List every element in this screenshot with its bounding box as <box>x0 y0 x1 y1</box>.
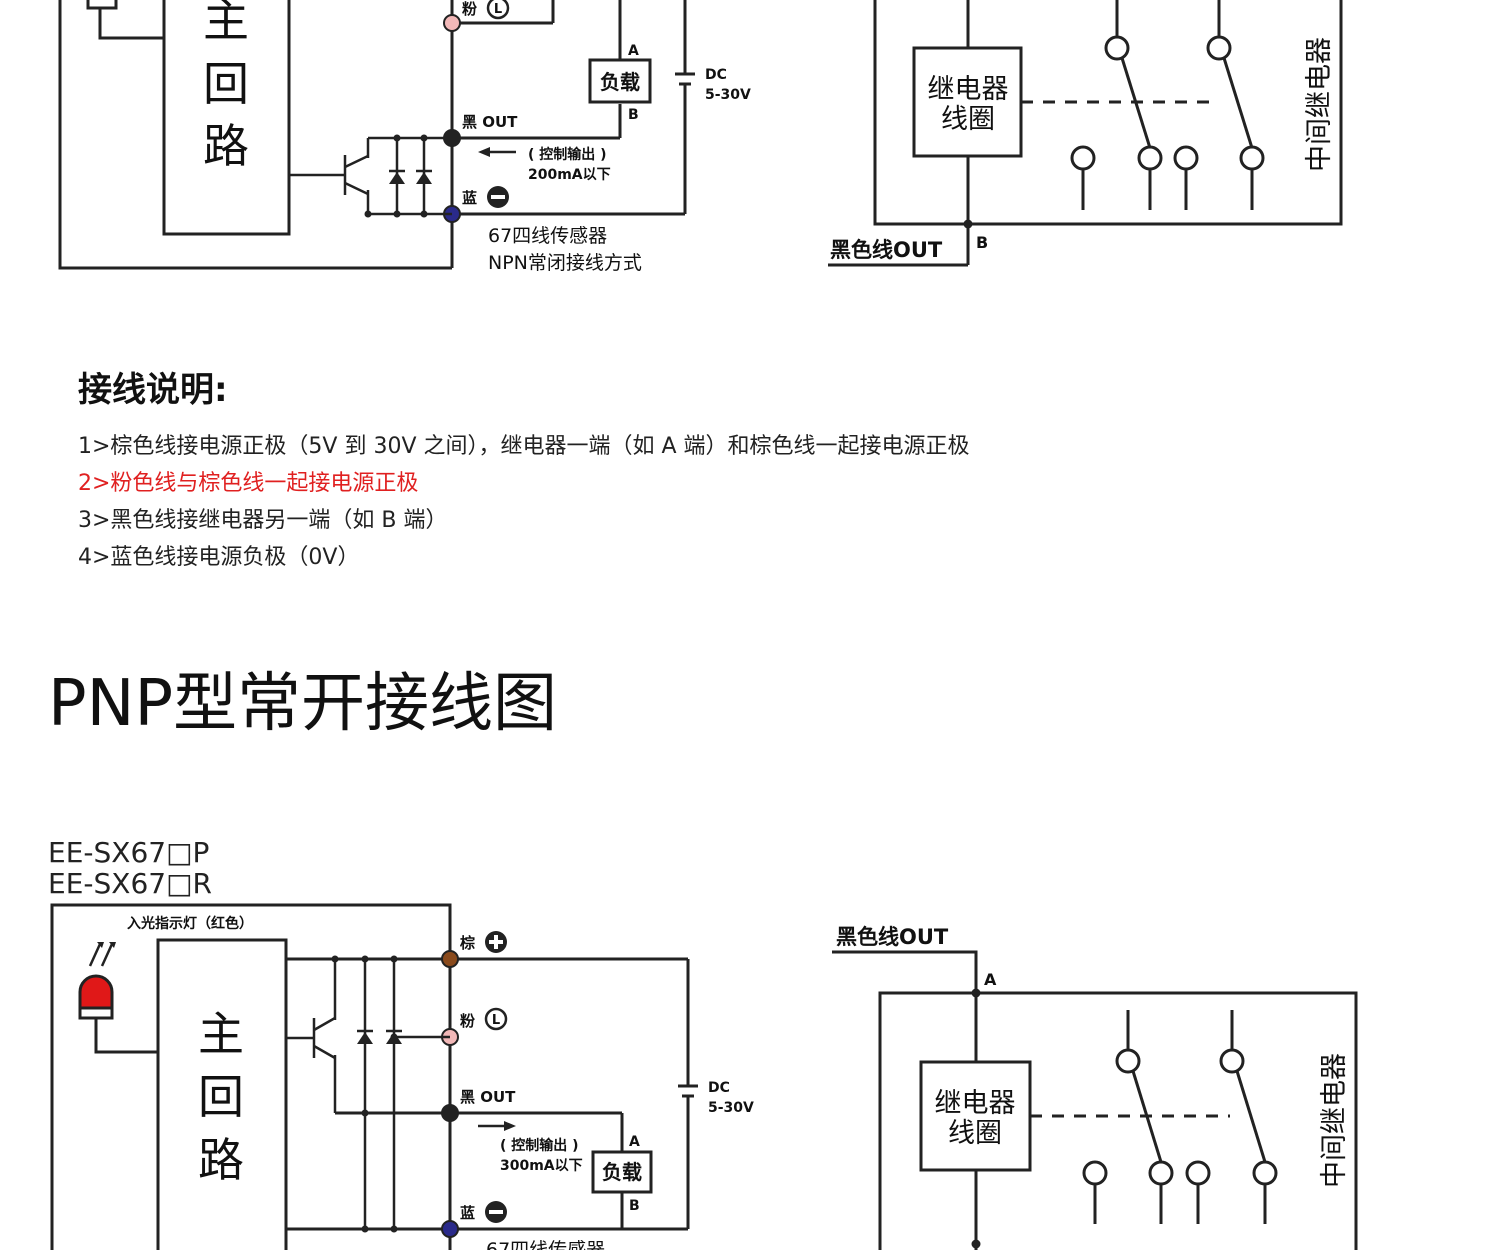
pnp-relay-out-wire <box>832 950 978 1062</box>
pnp-caption-line1: 67四线传感器 <box>486 1239 605 1250</box>
pnp-main-circuit-char-3: 路 <box>198 1133 244 1187</box>
pnp-control-output-label: ( 控制输出 ) <box>500 1137 579 1154</box>
pnp-relay-switch-2 <box>1235 1070 1267 1163</box>
npn-relay-coil-line2: 线圈 <box>941 104 995 135</box>
npn-pink-symbol: L <box>494 2 502 17</box>
npn-relay-side-label: 中间继电器 <box>1304 37 1335 172</box>
pnp-pink-label: 粉 <box>460 1012 475 1030</box>
pnp-black-label: 黑 OUT <box>460 1088 516 1106</box>
section-title: PNP型常开接线图 <box>48 667 558 741</box>
npn-blue-label: 蓝 <box>462 189 477 207</box>
npn-sensor-diagram: 主 回 路 粉 L 黑 OUT ( 控制输出 ) 200mA以下 负载 A B … <box>58 0 751 274</box>
pnp-relay-side-label: 中间继电器 <box>1319 1053 1350 1188</box>
npn-control-output-label: ( 控制输出 ) <box>528 146 607 163</box>
pnp-light-arrow-2 <box>100 943 114 967</box>
npn-main-circuit-char-2: 回 <box>203 57 249 111</box>
wiring-note-3: 3>黑色线接继电器另一端（如 B 端） <box>78 508 448 533</box>
npn-diode-2 <box>416 172 432 184</box>
pnp-relay-terminal: A <box>984 970 997 989</box>
npn-pink-symbol-ring <box>486 0 510 20</box>
pnp-blue-label: 蓝 <box>460 1204 475 1222</box>
pnp-indicator-wire <box>94 1018 158 1054</box>
npn-load-box <box>588 58 652 104</box>
npn-relay-diagram: 继电器 线圈 黑色线OUT B 中间继电器 <box>828 0 1343 267</box>
pnp-relay-contact-2 <box>1219 1048 1245 1074</box>
npn-pink-terminal <box>443 14 461 32</box>
npn-relay-switch-2 <box>1222 57 1254 149</box>
npn-indicator-lamp <box>86 0 118 10</box>
npn-dc-label: DC <box>705 67 727 83</box>
npn-diode-1 <box>389 172 405 184</box>
pnp-main-circuit-char-1: 主 <box>198 1007 244 1061</box>
wiring-note-2: 2>粉色线与棕色线一起接电源正极 <box>78 471 419 496</box>
npn-main-circuit-char-3: 路 <box>203 119 249 173</box>
npn-load-label: 负载 <box>600 70 640 94</box>
model-number-1: EE-SX67□P <box>48 836 210 869</box>
npn-relay-switch-1 <box>1120 57 1152 149</box>
pnp-pink-symbol: L <box>492 1013 500 1028</box>
model-number-2: EE-SX67□R <box>48 867 212 900</box>
npn-load-terminal-b: B <box>628 107 639 123</box>
pnp-brown-terminal <box>441 950 459 968</box>
npn-caption-line1: 67四线传感器 <box>488 225 607 247</box>
npn-relay-coil-line1: 继电器 <box>928 74 1009 105</box>
npn-load-terminal-a: A <box>628 43 639 59</box>
npn-indicator-wire <box>98 8 164 40</box>
pnp-load-box <box>591 1150 653 1194</box>
pnp-relay-coil-line2: 线圈 <box>948 1118 1002 1149</box>
pnp-light-arrow-1 <box>88 943 102 967</box>
npn-main-circuit-char-1: 主 <box>203 0 249 47</box>
pnp-relay-diagram: 黑色线OUT A 继电器 线圈 中间继电器 <box>832 925 1358 1250</box>
pnp-load-terminal-b: B <box>629 1198 640 1214</box>
npn-relay-terminal: B <box>976 233 988 252</box>
npn-relay-out-label: 黑色线OUT <box>830 238 943 262</box>
wiring-note-1: 1>棕色线接电源正极（5V 到 30V 之间），继电器一端（如 A 端）和棕色线… <box>78 434 970 459</box>
npn-relay-contact-2 <box>1206 35 1232 61</box>
wiring-note-4: 4>蓝色线接电源负极（0V） <box>78 545 360 570</box>
pnp-diode-1 <box>357 1032 373 1044</box>
npn-voltage-label: 5-30V <box>705 87 751 103</box>
npn-pink-label: 粉 <box>462 0 477 18</box>
npn-main-circuit-box <box>162 0 291 236</box>
pnp-load-label: 负载 <box>602 1160 642 1184</box>
pnp-pink-symbol-ring <box>484 1007 508 1031</box>
pnp-relay-contact-1 <box>1115 1048 1141 1074</box>
pnp-sensor-diagram: 入光指示灯（红色） 主 回 路 棕 粉 L 黑 OUT ( <box>50 903 754 1250</box>
pnp-brown-label: 棕 <box>460 934 475 952</box>
npn-relay-contact-1 <box>1104 35 1130 61</box>
npn-black-label: 黑 OUT <box>462 113 518 131</box>
npn-caption-line2: NPN常闭接线方式 <box>488 252 642 274</box>
npn-current-label: 200mA以下 <box>528 167 611 183</box>
pnp-relay-coil-line1: 继电器 <box>935 1088 1016 1119</box>
pnp-outer-frame <box>50 903 452 1250</box>
pnp-relay-out-label: 黑色线OUT <box>836 925 949 949</box>
pnp-voltage-label: 5-30V <box>708 1100 754 1116</box>
pnp-relay-switch-1 <box>1131 1070 1163 1163</box>
pnp-blue-terminal <box>441 1220 459 1238</box>
pnp-load-terminal-a: A <box>629 1134 640 1150</box>
pnp-indicator-label: 入光指示灯（红色） <box>127 915 253 932</box>
pnp-dc-label: DC <box>708 1080 730 1096</box>
pnp-relay-frame <box>878 991 1358 1250</box>
wiring-notes-title: 接线说明: <box>78 370 228 410</box>
npn-outer-frame <box>58 0 452 270</box>
npn-relay-frame <box>873 0 1343 226</box>
pnp-main-circuit-char-2: 回 <box>198 1070 244 1124</box>
pnp-main-circuit-box <box>156 938 288 1250</box>
pnp-current-label: 300mA以下 <box>500 1158 583 1174</box>
